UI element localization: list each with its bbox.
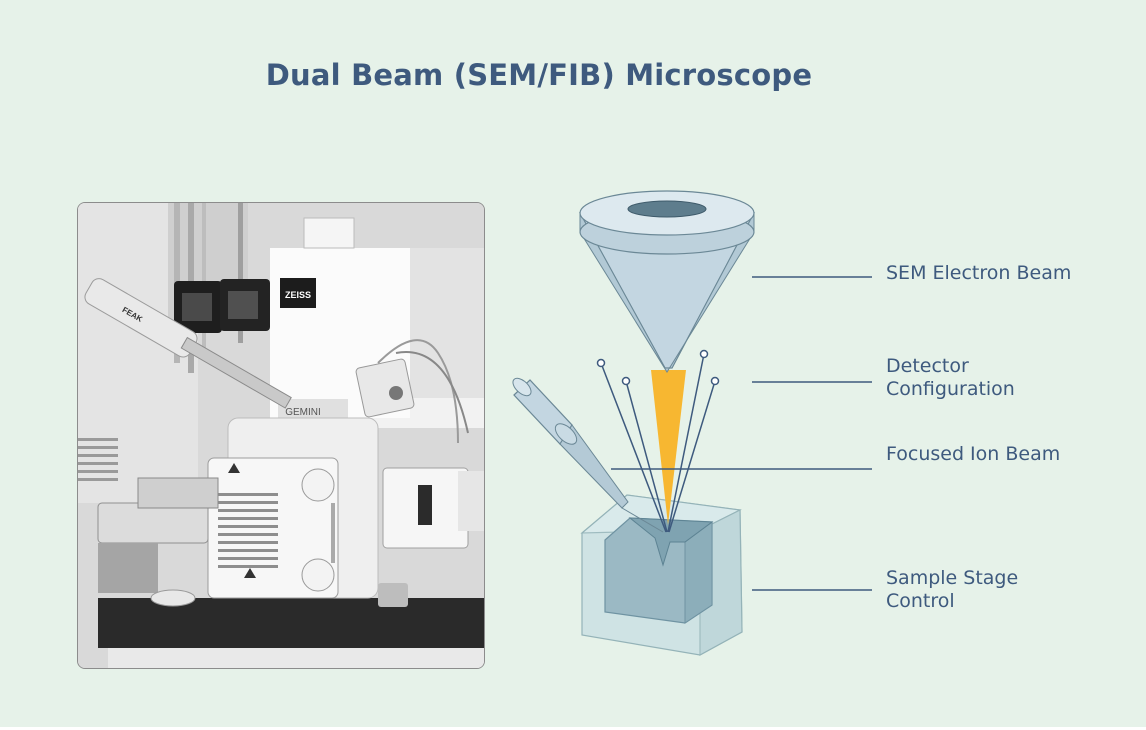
sample-block bbox=[580, 494, 743, 657]
detector-tip-1 bbox=[596, 358, 606, 368]
detector-array bbox=[596, 349, 720, 533]
ion-beam-column bbox=[512, 377, 664, 533]
label-sem-electron-beam: SEM Electron Beam bbox=[886, 262, 1072, 284]
diagram-title: Dual Beam (SEM/FIB) Microscope bbox=[265, 58, 813, 92]
electron-beam bbox=[651, 370, 686, 525]
sem-column bbox=[578, 190, 755, 373]
zeiss-logo: ZEISS bbox=[285, 290, 311, 300]
detector-tip-4 bbox=[710, 376, 720, 386]
sem-fib-schematic bbox=[512, 190, 872, 657]
bottom-border bbox=[0, 727, 1146, 730]
microscope-photo: ZEISS GEMINI bbox=[77, 202, 485, 669]
label-sample-stage-control: Sample Stage Control bbox=[886, 567, 1019, 612]
detector-tip-3 bbox=[699, 349, 709, 359]
gemini-text: GEMINI bbox=[285, 407, 321, 418]
label-detector-configuration: Detector Configuration bbox=[886, 355, 1015, 400]
detector-tip-2 bbox=[621, 376, 631, 386]
label-focused-ion-beam: Focused Ion Beam bbox=[886, 443, 1061, 465]
